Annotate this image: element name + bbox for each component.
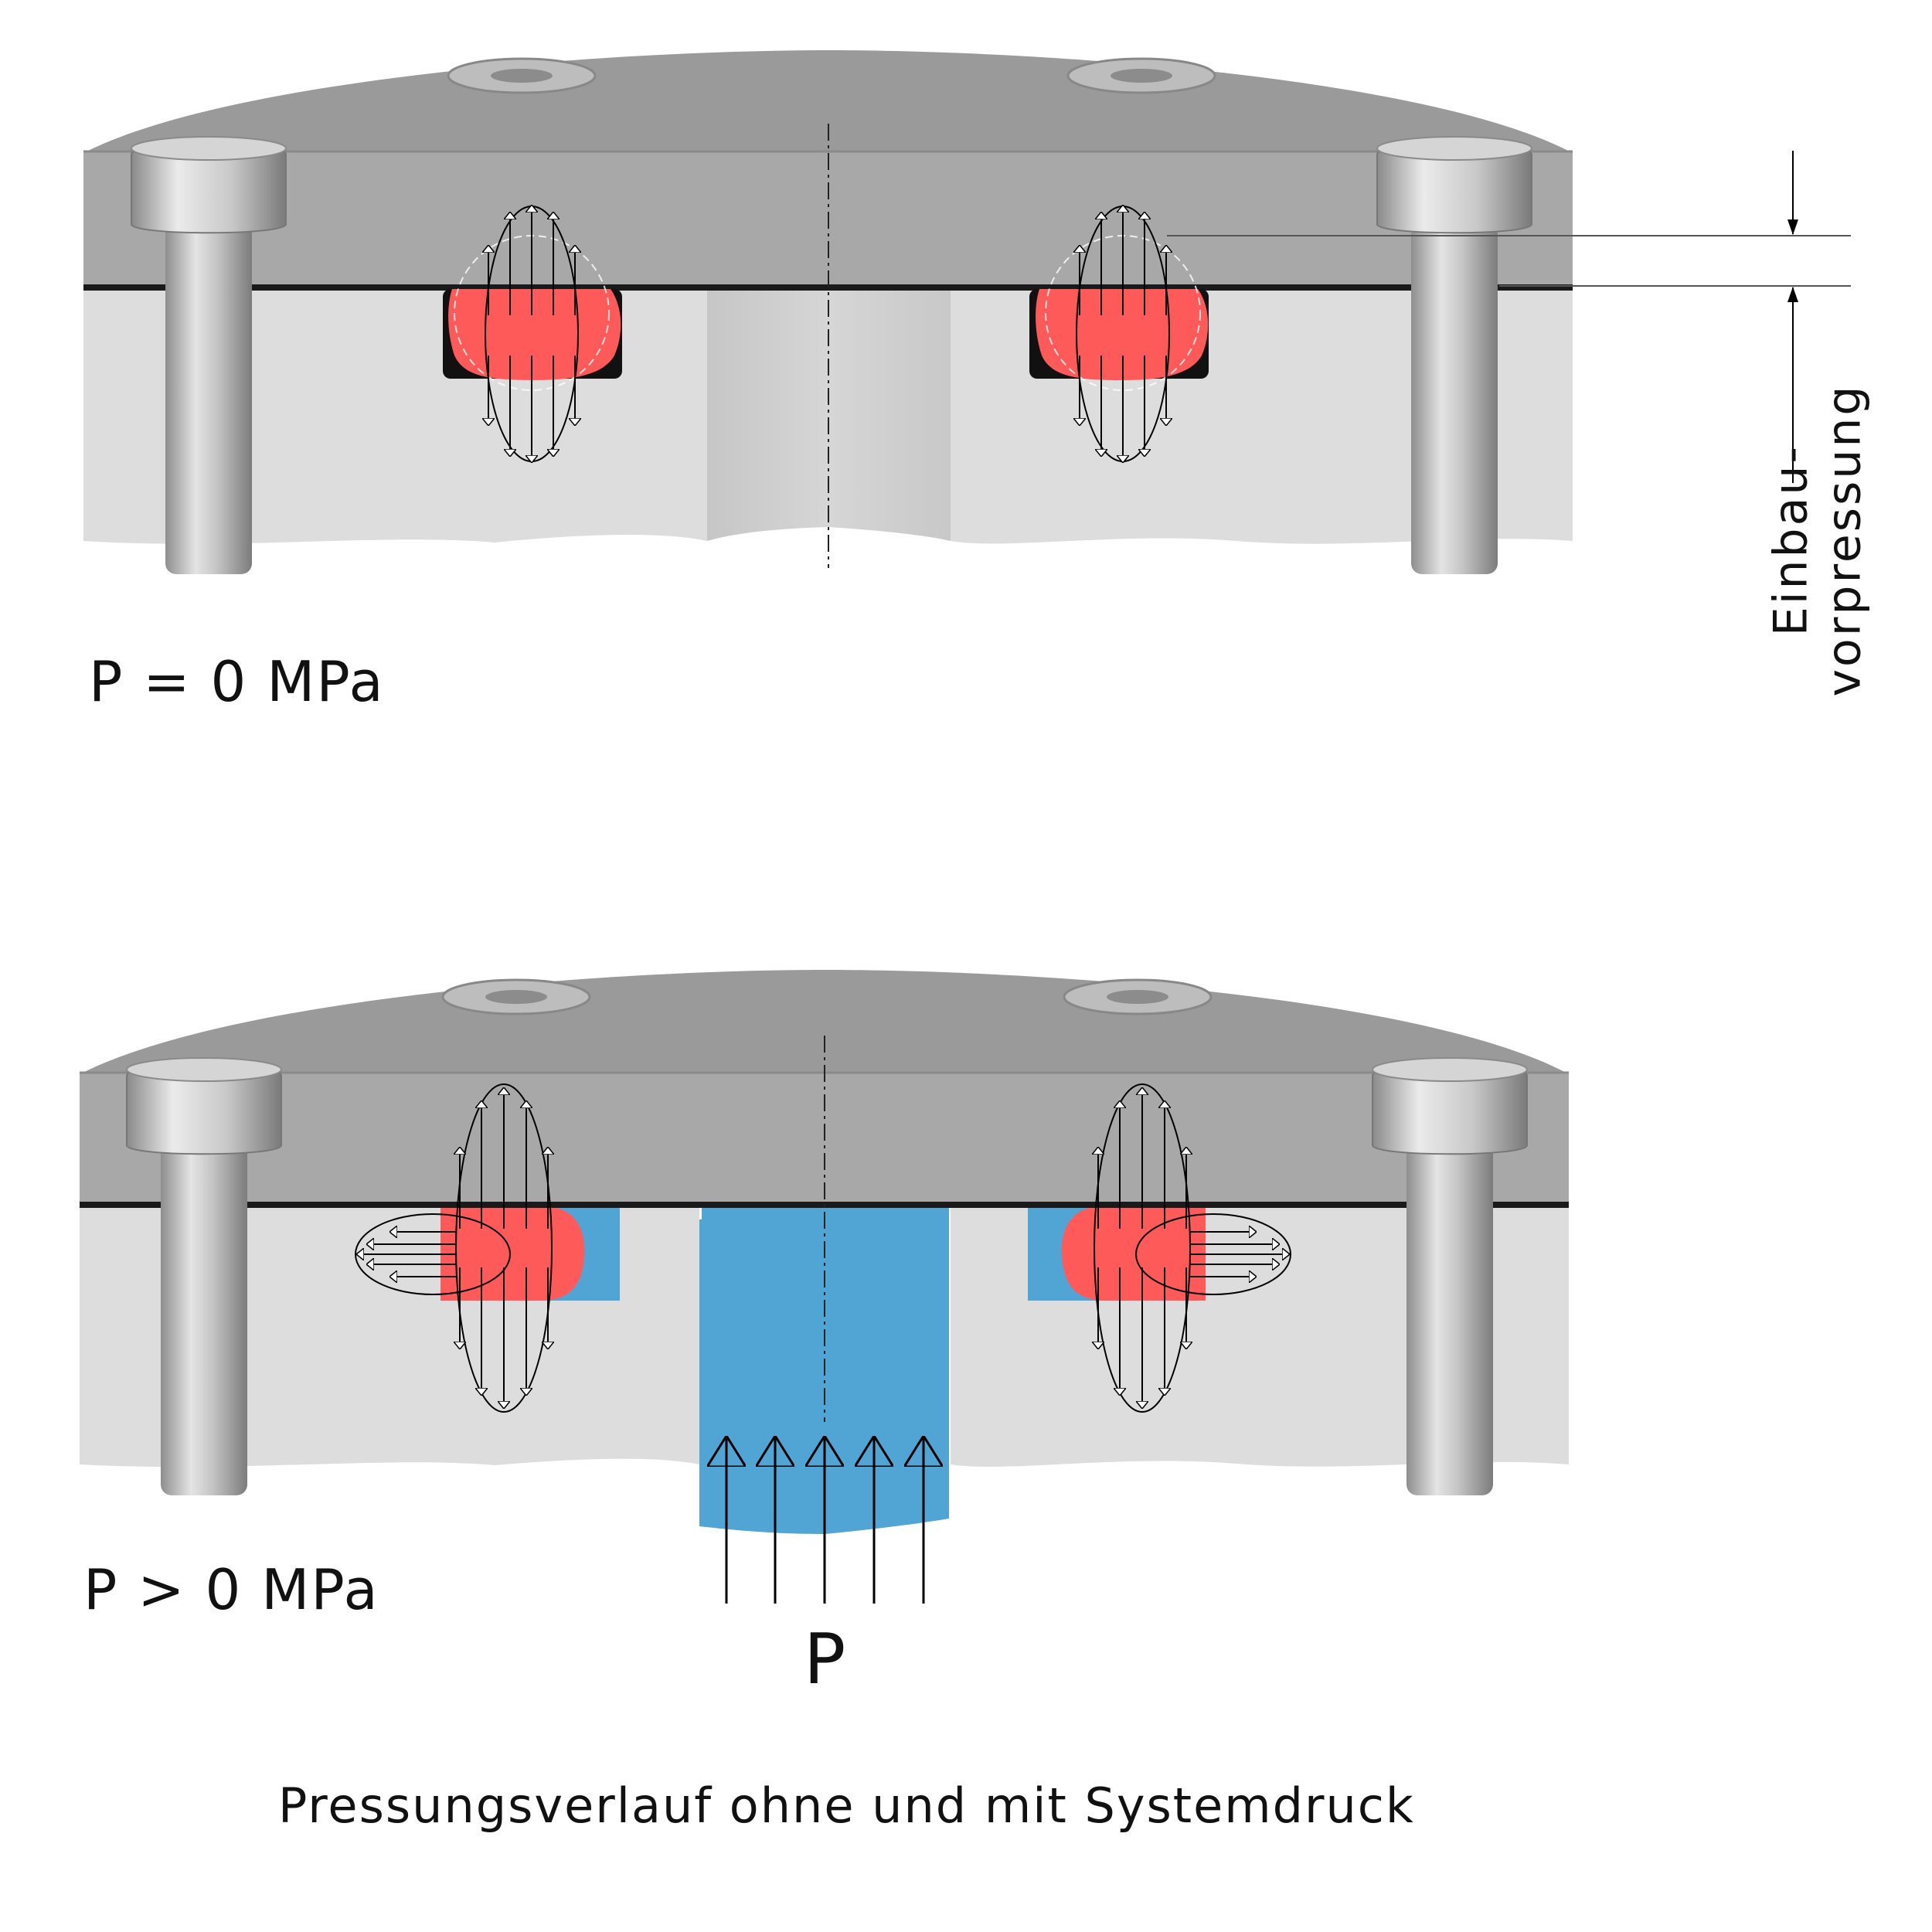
diagram-caption: Pressungsverlauf ohne und mit Systemdruc…	[278, 1777, 1415, 1834]
label-preload: Einbau- vorpressung	[1764, 384, 1871, 697]
label-preload-line2: vorpressung	[1817, 383, 1872, 697]
seal-right	[1061, 1208, 1206, 1301]
preload-dimension	[1167, 151, 1851, 483]
label-preload-line1: Einbau-	[1764, 444, 1818, 637]
contact-pressure-profile-right	[1077, 206, 1169, 462]
bolt-right	[1372, 1057, 1528, 1495]
label-pressure-positive: P > 0 MPa	[83, 1557, 379, 1622]
bolt-right	[1376, 136, 1532, 574]
contact-pressure-profile-right	[1094, 1083, 1291, 1413]
bolt-left	[131, 136, 287, 574]
central-bore	[707, 291, 951, 541]
assembly-unpressurized	[83, 50, 1851, 574]
label-pressure-symbol: P	[804, 1619, 846, 1700]
contact-pressure-profile-left	[485, 206, 578, 462]
seal-right	[1036, 289, 1209, 380]
assembly-pressurized	[80, 970, 1569, 1604]
seal-left	[448, 289, 621, 380]
seal-left	[440, 1208, 585, 1301]
system-pressure-arrows	[726, 1437, 923, 1604]
system-fluid	[440, 1208, 1206, 1534]
bolt-left	[126, 1057, 282, 1495]
contact-pressure-profile-left	[355, 1083, 552, 1413]
label-pressure-zero: P = 0 MPa	[89, 649, 385, 714]
